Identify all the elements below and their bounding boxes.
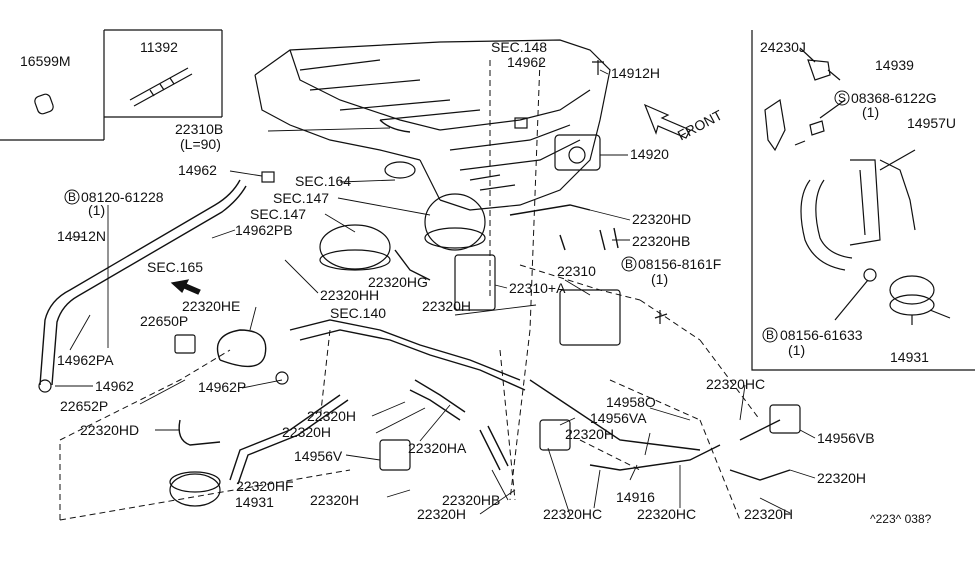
part-label: 14962	[178, 162, 217, 178]
dashed-boundaries	[59, 59, 761, 521]
sec165-arrow	[170, 279, 201, 295]
section-label: SEC.147	[273, 190, 330, 206]
part-label: 22320HF	[236, 478, 294, 494]
bolt-label: 08120-61228	[81, 189, 164, 205]
callout-letter-b: B	[625, 257, 634, 271]
leader-lines	[55, 69, 816, 516]
inset-bolt-qty: (1)	[862, 104, 880, 120]
engine-outline	[254, 39, 611, 211]
part-label: 14962	[507, 54, 546, 70]
part-label: (L=90)	[180, 136, 221, 152]
part-label: 11392	[140, 39, 178, 55]
section-label: SEC.140	[330, 305, 387, 321]
part-label: 14956VB	[817, 430, 875, 446]
part-label: 22320HC	[543, 506, 603, 522]
section-label: SEC.164	[295, 173, 352, 189]
part-label: 16599M	[20, 53, 71, 69]
callout-letter-b: B	[68, 190, 77, 204]
part-label: 22650P	[140, 313, 189, 329]
part-label: 22320HE	[182, 298, 241, 314]
part-label: 14912H	[611, 65, 661, 81]
section-label: SEC.147	[250, 206, 307, 222]
small-components	[38, 60, 801, 507]
inset-part-label: 24230J	[760, 39, 806, 55]
part-label: 22320HC	[706, 376, 766, 392]
part-label: 14962	[95, 378, 134, 394]
part-label: 14912N	[57, 228, 107, 244]
part-label: 22652P	[60, 398, 109, 414]
diagram-code: ^223^ 038?	[870, 512, 932, 526]
part-label: 14962PA	[57, 352, 114, 368]
part-label: 22320H	[422, 298, 472, 314]
inset-bolt-label: 08156-61633	[780, 327, 863, 343]
part-label: 22320H	[310, 492, 360, 508]
part-label: 22320HC	[637, 506, 697, 522]
part-label: 22320HB	[632, 233, 691, 249]
section-label: SEC.165	[147, 259, 204, 275]
inset-part-label: 14931	[890, 349, 929, 365]
part-label: 22320HH	[320, 287, 380, 303]
part-label: 22320HD	[632, 211, 692, 227]
part-label: 22320H	[417, 506, 467, 522]
part-label: 22320H	[565, 426, 615, 442]
part-label: 22320H	[744, 506, 794, 522]
part-label: 22320HA	[408, 440, 467, 456]
part-label: 14962P	[198, 379, 247, 395]
part-label: 22320HG	[368, 274, 428, 290]
part-label: 22320HB	[442, 492, 501, 508]
part-label: 14931	[235, 494, 274, 510]
part-label: 22310+A	[509, 280, 566, 296]
part-label: 22320HD	[80, 422, 140, 438]
part-label: 14916	[616, 489, 655, 505]
part-label: 22320H	[817, 470, 867, 486]
callout-letter-s: S	[838, 91, 847, 105]
bolt-label: 08156-8161F	[638, 256, 722, 272]
part-label: 14920	[630, 146, 669, 162]
part-label: 22310B	[175, 121, 224, 137]
inset-part-label: 14939	[875, 57, 914, 73]
right-inset	[751, 30, 975, 371]
callout-letter-b: B	[766, 328, 775, 342]
inset-bolt-qty: (1)	[788, 342, 806, 358]
callout-circles	[64, 90, 850, 343]
bolt-qty: (1)	[88, 202, 106, 218]
inset-bolt-label: 08368-6122G	[851, 90, 937, 106]
part-label: 22320H	[307, 408, 357, 424]
part-label: 14958O	[606, 394, 656, 410]
part-label: 22310	[557, 263, 596, 279]
part-label: 22320H	[282, 424, 332, 440]
inset-part-label: 14957U	[907, 115, 957, 131]
front-arrow	[643, 103, 691, 139]
part-label: 14956V	[294, 448, 343, 464]
hoses	[39, 119, 791, 485]
canisters	[319, 134, 601, 271]
part-label: 14962PB	[235, 222, 293, 238]
top-left-parts-boxes	[0, 29, 223, 141]
bolt-qty: (1)	[651, 271, 669, 287]
section-label: SEC.148	[491, 39, 548, 55]
part-label: 14956VA	[590, 410, 647, 426]
